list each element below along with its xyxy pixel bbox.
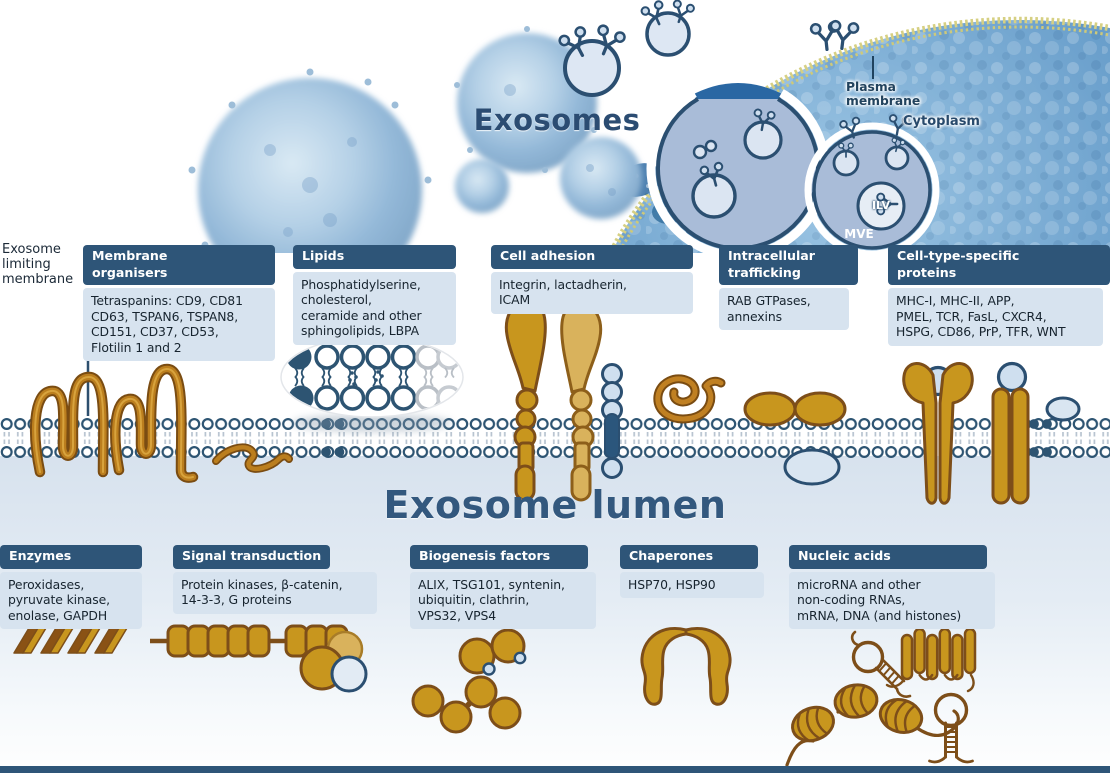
box-biogenesis-factors: Biogenesis factors ALIX, TSG101, synteni… <box>410 545 596 630</box>
free-exosome-vesicle <box>639 0 697 57</box>
plasma-membrane-label: Plasma membrane <box>846 80 921 108</box>
box-signal-transduction: Signal transduction Protein kinases, β-c… <box>173 545 377 614</box>
tetraspanin-icon <box>29 371 109 478</box>
mve <box>804 113 940 253</box>
box-title: Lipids <box>293 245 456 269</box>
box-lipids: Lipids Phosphatidylserine, cholesterol, … <box>293 245 456 345</box>
microrna-hairpin-icon <box>850 630 912 698</box>
box-content: Protein kinases, β-catenin, 14-3-3, G pr… <box>173 571 377 614</box>
rna-hairpin-icon <box>928 692 974 764</box>
chaperone-icon <box>640 627 732 706</box>
exosome-sphere <box>455 159 509 213</box>
mhc-protein-icon <box>902 362 974 505</box>
lipid-bilayer-oval <box>280 336 464 432</box>
cytoplasm-label: Cytoplasm <box>903 114 980 129</box>
box-title: Biogenesis factors <box>410 545 588 569</box>
box-nucleic-acids: Nucleic acids microRNA and other non-cod… <box>789 545 995 630</box>
mhc-protein-icon <box>991 361 1030 505</box>
exosomes-title: Exosomes <box>473 103 641 137</box>
exosome-sphere <box>454 26 597 173</box>
g-protein-cluster-icon <box>299 630 368 693</box>
box-title: Intracellular trafficking <box>719 245 858 285</box>
box-chaperones: Chaperones HSP70, HSP90 <box>620 545 764 599</box>
membrane-barrel-icon <box>885 616 977 693</box>
box-content: microRNA and other non-coding RNAs, mRNA… <box>789 571 995 630</box>
box-content: RAB GTPases, annexins <box>719 288 849 331</box>
flotillin-icon <box>212 443 293 473</box>
exosome-lumen-title: Exosome lumen <box>383 483 727 527</box>
box-content: Tetraspanins: CD9, CD81 CD63, TSPAN6, TS… <box>83 288 275 362</box>
histone-dna-icon <box>785 680 960 767</box>
plasma-membrane-arc <box>607 16 1110 253</box>
box-title: Cell-type-specific proteins <box>888 245 1110 285</box>
annexin-oval <box>783 448 841 486</box>
box-cell-type-specific-proteins: Cell-type-specific proteins MHC-I, MHC-I… <box>888 245 1110 346</box>
bottom-bar <box>0 766 1110 773</box>
clathrin-chain-icon <box>411 675 522 734</box>
box-content: Integrin, lactadherin, ICAM <box>491 271 693 314</box>
box-title: Membrane organisers <box>83 245 275 285</box>
box-content: MHC-I, MHC-II, APP, PMEL, TCR, FasL, CXC… <box>888 288 1103 346</box>
free-exosome-vesicle <box>556 22 628 97</box>
fused-mve <box>646 83 830 253</box>
exosome-sphere <box>560 137 642 219</box>
membrane-vesicle-oval <box>1045 396 1081 422</box>
ilv-label: ILV <box>871 199 891 212</box>
box-membrane-organisers: Membrane organisers Tetraspanins: CD9, C… <box>83 245 275 362</box>
box-title: Cell adhesion <box>491 245 693 269</box>
mve-label: MVE <box>844 227 874 241</box>
rab-gtpase-ovals <box>743 391 847 427</box>
box-intracellular-trafficking: Intracellular trafficking RAB GTPases, a… <box>719 245 858 331</box>
box-title: Nucleic acids <box>789 545 987 569</box>
icam-chain-icon <box>601 363 623 479</box>
box-enzymes: Enzymes Peroxidases, pyruvate kinase, en… <box>0 545 142 630</box>
box-content: Peroxidases, pyruvate kinase, enolase, G… <box>0 571 142 630</box>
lactadherin-spiral-icon <box>653 374 726 424</box>
biogenesis-complex-icon <box>458 628 527 676</box>
tetraspanin-icon <box>110 363 199 483</box>
box-title: Signal transduction <box>173 545 331 569</box>
exosome-limiting-membrane-label: Exosome limiting membrane <box>2 242 74 287</box>
box-cell-adhesion: Cell adhesion Integrin, lactadherin, ICA… <box>491 245 693 314</box>
integrin-icon <box>504 301 603 502</box>
box-content: HSP70, HSP90 <box>620 571 764 599</box>
box-content: Phosphatidylserine, cholesterol, ceramid… <box>293 271 456 345</box>
box-title: Enzymes <box>0 545 142 569</box>
enzyme-helix-icon <box>13 627 128 654</box>
box-content: ALIX, TSG101, syntenin, ubiquitin, clath… <box>410 571 596 630</box>
box-title: Chaperones <box>620 545 758 569</box>
ilv-vesicle <box>856 181 906 231</box>
